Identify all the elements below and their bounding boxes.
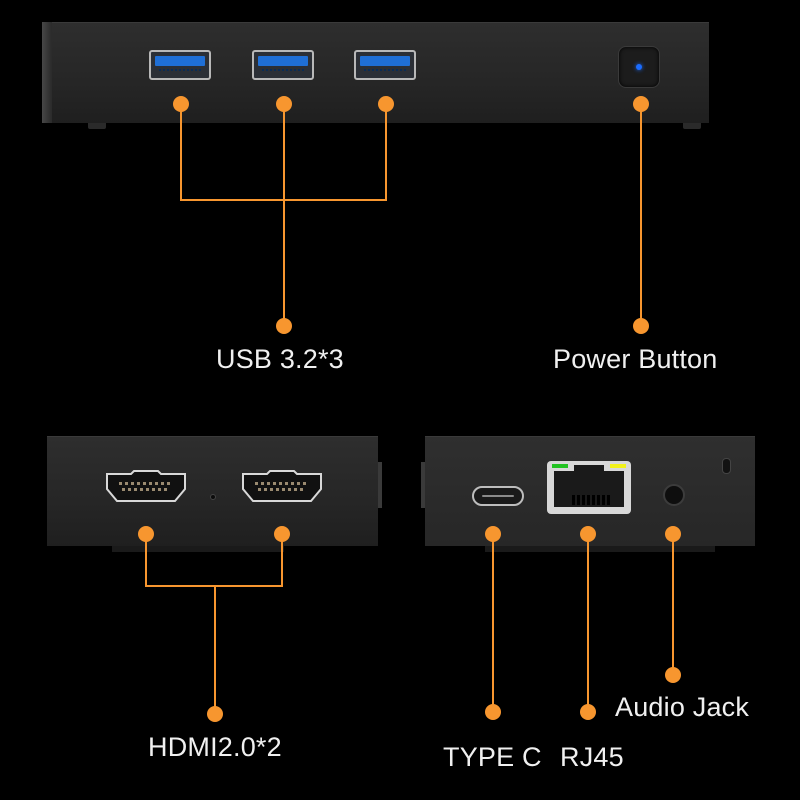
activity-led (610, 464, 626, 468)
callout-dot (580, 704, 596, 720)
callout-line (283, 104, 285, 326)
type-c-label: TYPE C (443, 742, 542, 772)
audio-jack-icon (663, 484, 685, 506)
power-button-label: Power Button (553, 344, 718, 374)
callout-line (587, 534, 589, 712)
callout-line (281, 534, 283, 587)
usb-a-port-icon (149, 50, 211, 80)
power-button-icon (618, 46, 660, 88)
callout-line (492, 534, 494, 712)
hdmi-label: HDMI2.0*2 (148, 732, 282, 762)
callout-dot (276, 318, 292, 334)
callout-dot (485, 704, 501, 720)
link-led (552, 464, 568, 468)
callout-line (640, 104, 642, 326)
device-side-edge (378, 462, 382, 508)
callout-line (672, 534, 674, 675)
hdmi-port-icon (240, 470, 324, 504)
callout-line (180, 104, 182, 200)
hdmi-port-icon (104, 470, 188, 504)
reset-pinhole-icon (210, 494, 216, 500)
device-bottom-lip (485, 546, 715, 552)
device-bottom-lip (112, 546, 284, 552)
usb-a-port-icon (354, 50, 416, 80)
callout-line (214, 585, 216, 714)
usb-a-port-icon (252, 50, 314, 80)
audio-jack-label: Audio Jack (615, 692, 750, 722)
callout-line (180, 199, 387, 201)
usb-c-port-icon (472, 486, 524, 506)
rj45-label: RJ45 (560, 742, 624, 772)
device-left-side-view (47, 436, 378, 546)
callout-dot (665, 667, 681, 683)
device-edge (42, 22, 52, 123)
kensington-lock-icon (722, 458, 731, 474)
device-foot-left (88, 123, 106, 129)
device-foot-right (683, 123, 701, 129)
ethernet-port-icon (546, 457, 632, 515)
callout-line (145, 534, 147, 587)
callout-line (385, 104, 387, 200)
callout-dot (207, 706, 223, 722)
power-led-icon (636, 64, 642, 70)
usb-label: USB 3.2*3 (216, 344, 344, 374)
callout-dot (633, 318, 649, 334)
device-side-edge (421, 462, 425, 508)
